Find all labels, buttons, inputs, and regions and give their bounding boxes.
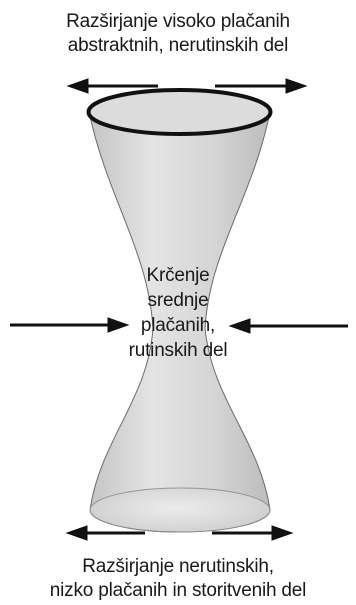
center-caption: Krčenje srednje plačanih, rutinskih del [128, 263, 228, 363]
bottom-caption-line-2: nizko plačanih in storitvenih del [49, 580, 307, 601]
middle-left-arrow [10, 317, 130, 333]
center-caption-line-1: Krčenje [146, 265, 210, 286]
hourglass-top-rim [86, 88, 273, 136]
middle-right-arrow [228, 318, 348, 334]
center-caption-line-2: srednje [147, 290, 209, 311]
bottom-right-arrow [212, 525, 294, 541]
top-caption: Razširjanje visoko plačanih abstraktnih,… [0, 10, 356, 58]
center-caption-line-4: rutinskih del [128, 340, 228, 361]
center-caption-line-3: plačanih, [140, 315, 216, 336]
top-caption-line-2: abstraktnih, nerutinskih del [67, 35, 289, 56]
top-left-arrow [66, 78, 158, 94]
bottom-caption-line-1: Razširjanje nerutinskih, [82, 556, 274, 577]
hourglass-bottom-rim [89, 487, 271, 533]
top-right-arrow [215, 78, 308, 94]
bottom-left-arrow [65, 525, 145, 541]
bottom-caption: Razširjanje nerutinskih, nizko plačanih … [0, 555, 356, 603]
top-caption-line-1: Razširjanje visoko plačanih [66, 11, 290, 32]
